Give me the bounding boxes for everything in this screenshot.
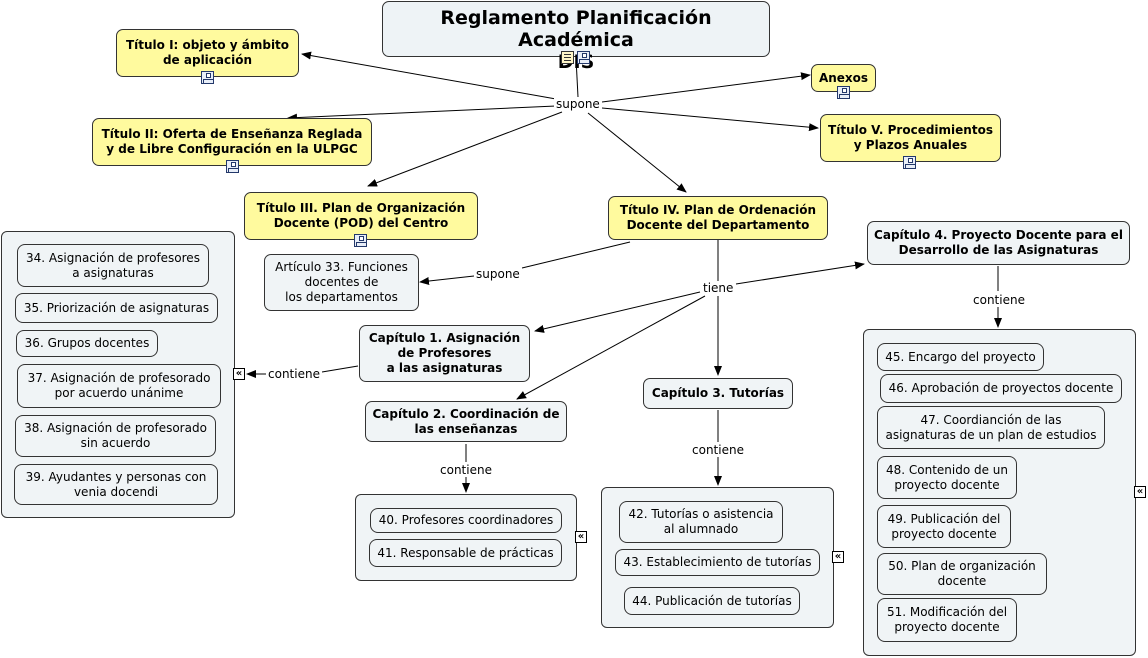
list-item[interactable]: 41. Responsable de prácticas [369,539,562,567]
list-item[interactable]: 49. Publicación del proyecto docente [877,505,1011,548]
titulo-2-label: Título II: Oferta de Enseñanza Reglada y… [101,127,363,156]
list-item[interactable]: 37. Asignación de profesorado por acuerd… [17,364,221,408]
main-title: Reglamento Planificación Académica DIS [440,7,712,73]
link-supone-t1 [301,51,557,100]
link-tiene-c4 [735,261,865,285]
list-item[interactable]: 38. Asignación de profesorado sin acuerd… [15,415,216,457]
titulo-1-node[interactable]: Título I: objeto y ámbito de aplicación [116,29,299,77]
list-item[interactable]: 51. Modificación del proyecto docente [877,598,1017,642]
link-label-contiene: contiene [971,293,1027,307]
list-item[interactable]: 43. Establecimiento de tutorías [615,549,820,576]
link-c1-contiene [321,365,359,373]
link-supone-t2 [287,105,557,122]
main-title-node[interactable]: Reglamento Planificación Académica DIS [382,1,770,73]
titulo-3-label: Título III. Plan de Organización Docente… [256,201,466,230]
collapse-icon[interactable]: « [1134,486,1146,498]
capitulo-2-label: Capítulo 2. Coordinación de las enseñanz… [372,406,560,436]
link-tiene-c1 [534,291,701,333]
list-item[interactable]: 44. Publicación de tutorías [624,587,800,615]
list-item[interactable]: 47. Coordianción de las asignaturas de u… [877,406,1105,449]
link-supone-t5 [601,107,819,132]
list-item[interactable]: 35. Priorización de asignaturas [15,293,218,323]
link-label-contiene: contiene [690,443,746,457]
submap-icon[interactable] [837,86,850,99]
capitulo-3-node[interactable]: Capítulo 3. Tutorías [643,378,793,409]
articulo-33-node[interactable]: Artículo 33. Funciones docentes de los d… [264,254,419,311]
submap-icon[interactable] [201,71,214,84]
link-label-supone: supone [554,97,602,111]
titulo-1-label: Título I: objeto y ámbito de aplicación [125,38,290,67]
capitulo-3-label: Capítulo 3. Tutorías [651,386,785,400]
link-t4-supone2 [521,241,631,269]
link-supone-anexos [601,72,811,103]
articulo-33-label: Artículo 33. Funciones docentes de los d… [275,260,408,304]
link-label-supone: supone [474,267,522,281]
link-main-supone [575,57,579,98]
list-item[interactable]: 36. Grupos docentes [16,330,158,357]
list-item[interactable]: 48. Contenido de un proyecto docente [877,456,1017,499]
link-supone-t3 [367,111,563,187]
link-supone-t4 [587,112,687,193]
list-item[interactable]: 45. Encargo del proyecto [877,343,1044,371]
titulo-5-node[interactable]: Título V. Procedimientos y Plazos Anuale… [820,114,1001,162]
list-item[interactable]: 34. Asignación de profesores a asignatur… [17,244,209,287]
capitulo-2-node[interactable]: Capítulo 2. Coordinación de las enseñanz… [365,401,567,442]
link-tiene-c2 [516,295,706,400]
submap-icon[interactable] [577,51,590,64]
capitulo-4-node[interactable]: Capítulo 4. Proyecto Docente para el Des… [867,221,1130,265]
capitulo-1-label: Capítulo 1. Asignación de Profesores a l… [368,331,521,375]
link-label-contiene: contiene [438,463,494,477]
submap-icon[interactable] [354,234,367,247]
collapse-icon[interactable]: « [832,551,844,563]
list-item[interactable]: 46. Aprobación de proyectos docente [880,374,1122,403]
collapse-icon[interactable]: « [575,531,587,543]
titulo-3-node[interactable]: Título III. Plan de Organización Docente… [244,192,478,240]
link-supone2-art33 [419,275,475,285]
list-item[interactable]: 50. Plan de organización docente [877,553,1047,595]
collapse-icon[interactable]: « [233,368,245,380]
titulo-2-node[interactable]: Título II: Oferta de Enseñanza Reglada y… [92,118,372,166]
submap-icon[interactable] [226,160,239,173]
capitulo-4-label: Capítulo 4. Proyecto Docente para el Des… [874,228,1123,257]
list-item[interactable]: 39. Ayudantes y personas con venia docen… [14,464,218,505]
list-item[interactable]: 42. Tutorías o asistencia al alumnado [619,501,783,543]
list-item[interactable]: 40. Profesores coordinadores [370,508,562,533]
document-icon[interactable] [561,51,574,64]
capitulo-1-node[interactable]: Capítulo 1. Asignación de Profesores a l… [359,325,530,382]
anexos-label: Anexos [818,70,869,85]
titulo-5-label: Título V. Procedimientos y Plazos Anuale… [828,123,993,152]
link-label-contiene: contiene [266,367,322,381]
submap-icon[interactable] [903,156,916,169]
anexos-node[interactable]: Anexos [811,64,876,92]
titulo-4-node[interactable]: Título IV. Plan de Ordenación Docente de… [608,196,828,240]
link-label-tiene: tiene [701,281,736,295]
titulo-4-label: Título IV. Plan de Ordenación Docente de… [619,203,817,232]
